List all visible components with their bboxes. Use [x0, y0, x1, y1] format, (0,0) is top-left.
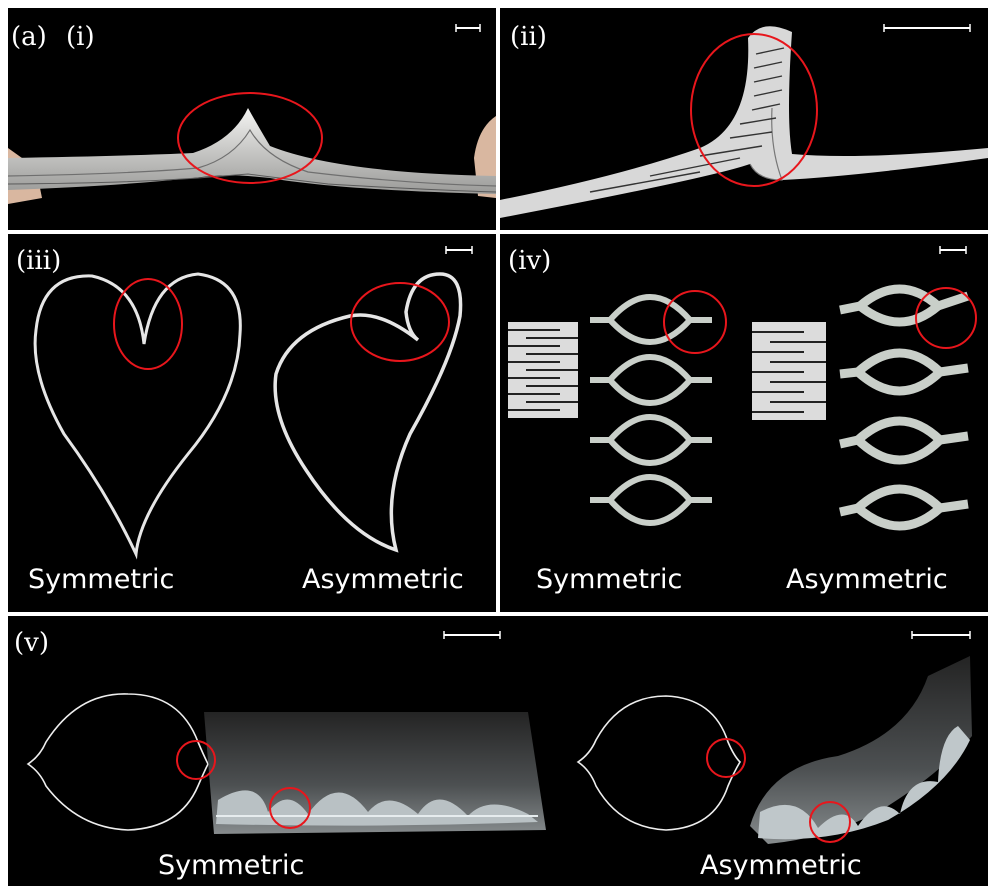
paper-strip [500, 26, 988, 219]
panel-ii-label: (ii) [510, 22, 547, 52]
highlight-circle-asymmetric [915, 287, 977, 349]
highlight-circle-sheet-asymmetric [809, 801, 851, 843]
highlight-circle-symmetric [663, 290, 727, 354]
panel-v-photo [26, 631, 972, 844]
outline-asymmetric [576, 695, 742, 831]
panel-v: (v) Symmetric Asymmetric [8, 616, 988, 886]
asymmetric-heart [273, 272, 463, 553]
panel-v-label: (v) [14, 628, 49, 658]
caption-symmetric: Symmetric [536, 564, 683, 595]
caption-symmetric: Symmetric [28, 564, 175, 595]
panel-iii-photo [33, 246, 473, 560]
panel-iii: (iii) Symmetric Asymmetric [8, 234, 496, 612]
cut-pattern-asymmetric [752, 322, 826, 420]
symmetric-heart [33, 272, 242, 560]
inflated-sheet-asymmetric [750, 656, 972, 844]
highlight-circle-asymmetric [350, 282, 450, 362]
lattice-asymmetric [839, 284, 970, 531]
highlight-circle-outline-asymmetric [706, 738, 746, 778]
highlight-circle [690, 33, 818, 187]
panel-i: (a) (i) [8, 8, 496, 230]
lattice-symmetric [590, 294, 712, 526]
highlight-circle-sheet-symmetric [269, 787, 311, 829]
cut-pattern-symmetric [508, 322, 578, 418]
panel-iv-photo [508, 246, 977, 531]
caption-asymmetric: Asymmetric [700, 850, 862, 881]
panel-i-photo [8, 24, 496, 204]
panel-iii-label: (iii) [16, 246, 62, 276]
outline-symmetric [26, 693, 209, 831]
caption-symmetric: Symmetric [158, 850, 305, 881]
panel-iv: (iv) Symmetric Asymmetric [500, 234, 988, 612]
caption-asymmetric: Asymmetric [786, 564, 948, 595]
figure-label: (a) [11, 22, 47, 52]
panel-i-label: (i) [66, 22, 95, 52]
book [8, 108, 496, 194]
panel-iv-label: (iv) [508, 246, 552, 276]
caption-asymmetric: Asymmetric [302, 564, 464, 595]
highlight-circle-outline-symmetric [176, 740, 216, 780]
panel-ii-photo [500, 24, 988, 219]
inflated-sheet-symmetric [204, 712, 546, 834]
panel-ii: (ii) [500, 8, 988, 230]
highlight-circle [177, 92, 323, 184]
highlight-circle-symmetric [113, 278, 183, 370]
